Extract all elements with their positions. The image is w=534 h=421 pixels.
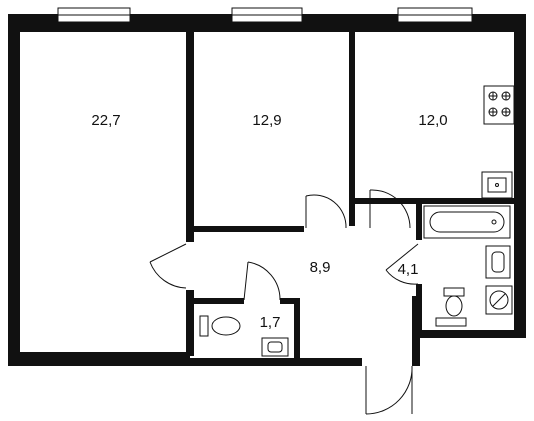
kitchen-sink-icon [481,171,513,199]
bathtub-icon [423,205,511,239]
door-kitchen [369,189,411,229]
area-label-kitchen: 12,0 [418,112,447,129]
entrance-door [365,365,413,415]
area-label-toilet: 1,7 [260,314,281,331]
window-bedroom [231,7,303,23]
bathroom-sink-icon [485,245,511,279]
window-kitchen [397,7,473,23]
door-living [149,243,187,289]
window-living [57,7,131,23]
bathroom-toilet-icon [443,287,465,317]
area-label-bedroom: 12,9 [252,112,281,129]
outer-walls [8,14,526,366]
area-label-bathroom: 4,1 [398,261,419,278]
washing-machine-icon [485,285,513,315]
bathroom-shelf-icon [435,317,467,327]
door-toilet [243,261,281,301]
area-label-living-room: 22,7 [91,112,120,129]
area-label-hallway: 8,9 [310,259,331,276]
wc-sink-icon [261,337,289,357]
door-bedroom [305,194,347,229]
interior-walls [186,20,520,358]
wc-toilet-icon [199,315,241,337]
door-bathroom [385,243,419,285]
stove-icon [483,85,515,125]
